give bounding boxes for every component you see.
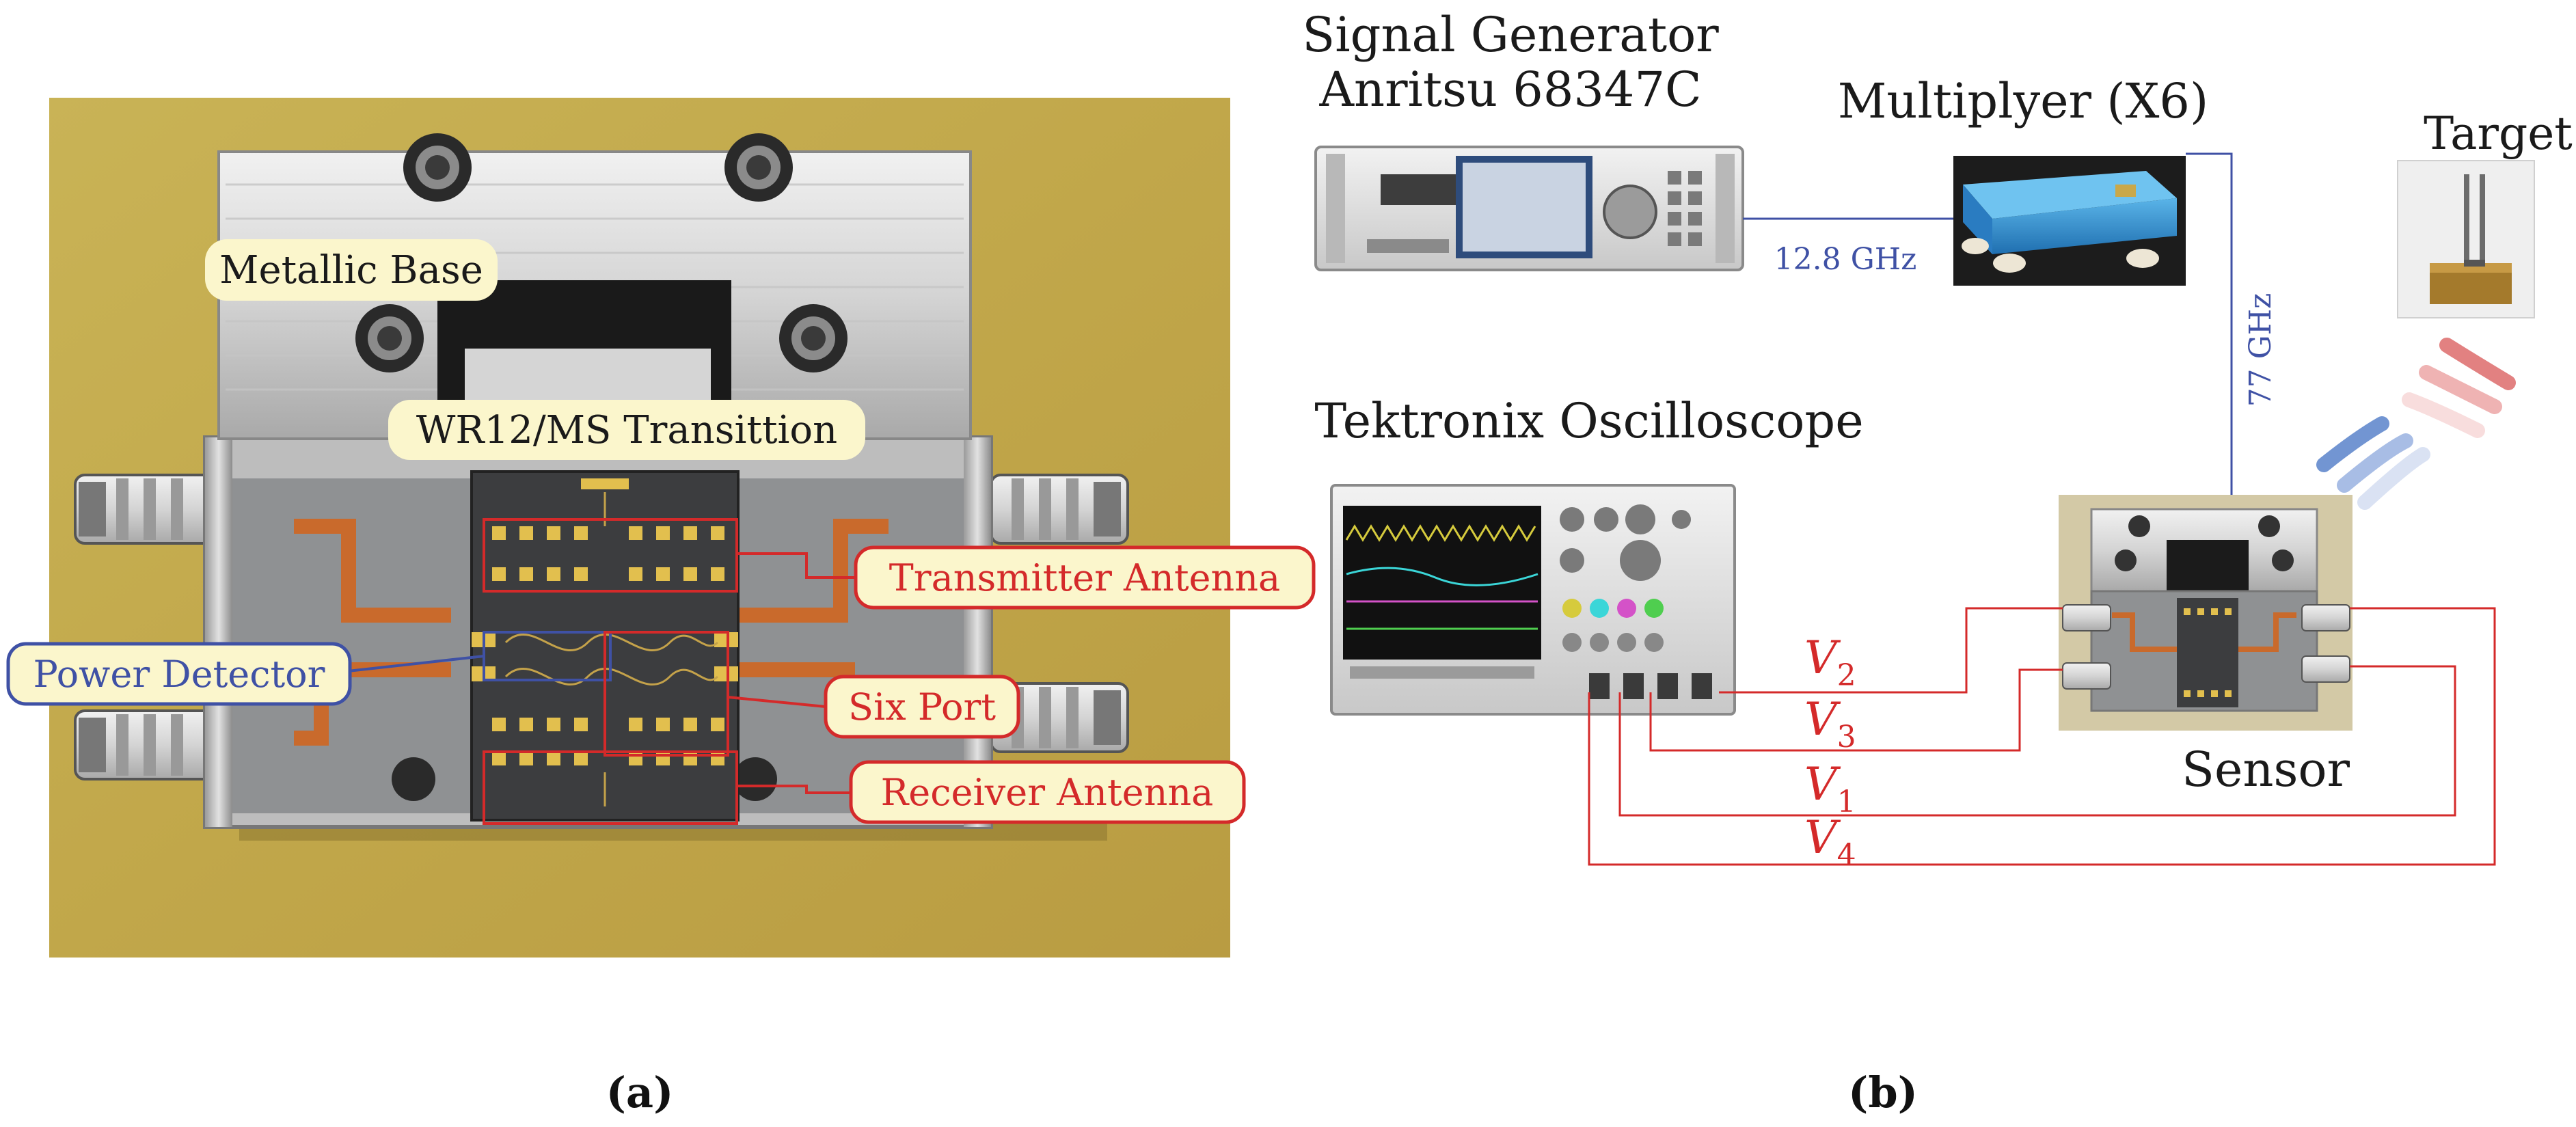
voltage-label-v1: V1 — [1804, 758, 1856, 819]
caption-a: (a) — [606, 1068, 674, 1117]
target-title: Target — [2424, 107, 2573, 160]
target-tuning-fork — [2397, 160, 2535, 318]
label-six-port: Six Port — [824, 675, 1020, 739]
wire-v3 — [1649, 668, 2063, 752]
six-port-circuit — [504, 492, 719, 806]
voltage-label-v2: V2 — [1804, 632, 1856, 693]
label-transition: WR12/MS Transittion — [388, 400, 865, 460]
rf-line-multiplier-sensor — [2186, 152, 2233, 495]
wire-v4 — [1588, 607, 2496, 866]
label-metallic-base: Metallic Base — [205, 239, 498, 301]
label-receiver-antenna: Receiver Antenna — [849, 760, 1246, 824]
annotation-overlays-a — [341, 518, 863, 825]
label-transition-text: WR12/MS Transittion — [416, 408, 837, 452]
freq-label-12-8ghz: 12.8 GHz — [1774, 242, 1917, 277]
voltage-label-v4: V4 — [1804, 811, 1856, 873]
screw-holes — [355, 133, 848, 801]
panel-a-photo — [49, 98, 1230, 958]
label-transmitter-antenna-text: Transmitter Antenna — [889, 556, 1281, 599]
connector-left-bottom — [74, 709, 220, 780]
oscilloscope-instrument — [1330, 484, 1736, 716]
label-metallic-base-text: Metallic Base — [219, 248, 483, 293]
signal-generator-model: Anritsu 68347C — [1318, 62, 1701, 118]
sensor-title: Sensor — [2182, 742, 2350, 798]
connector-left-top — [74, 474, 220, 545]
label-transmitter-antenna: Transmitter Antenna — [854, 545, 1316, 610]
oscilloscope-title: Tektronix Oscilloscope — [1314, 393, 1863, 449]
label-power-detector: Power Detector — [6, 642, 352, 706]
label-power-detector-text: Power Detector — [33, 653, 325, 696]
signal-generator-title: Signal Generator — [1302, 7, 1719, 63]
signal-generator-instrument — [1314, 146, 1744, 271]
connector-right-top — [990, 474, 1129, 545]
freq-label-77ghz: 77 GHz — [2243, 293, 2278, 407]
label-six-port-text: Six Port — [848, 685, 996, 729]
voltage-label-v3: V3 — [1804, 693, 1856, 755]
connector-right-bottom — [990, 682, 1129, 753]
voltage-connections — [1588, 607, 2496, 866]
frequency-multiplier — [1953, 156, 2186, 286]
multiplier-title: Multiplyer (X6) — [1838, 73, 2209, 129]
radar-waves — [2316, 338, 2516, 510]
sensor-photo — [2059, 495, 2353, 731]
caption-b: (b) — [1848, 1068, 1918, 1117]
label-receiver-antenna-text: Receiver Antenna — [881, 771, 1214, 814]
rf-connections — [1743, 152, 2233, 495]
wire-v2 — [1719, 607, 2063, 694]
wire-v1 — [1618, 665, 2456, 817]
